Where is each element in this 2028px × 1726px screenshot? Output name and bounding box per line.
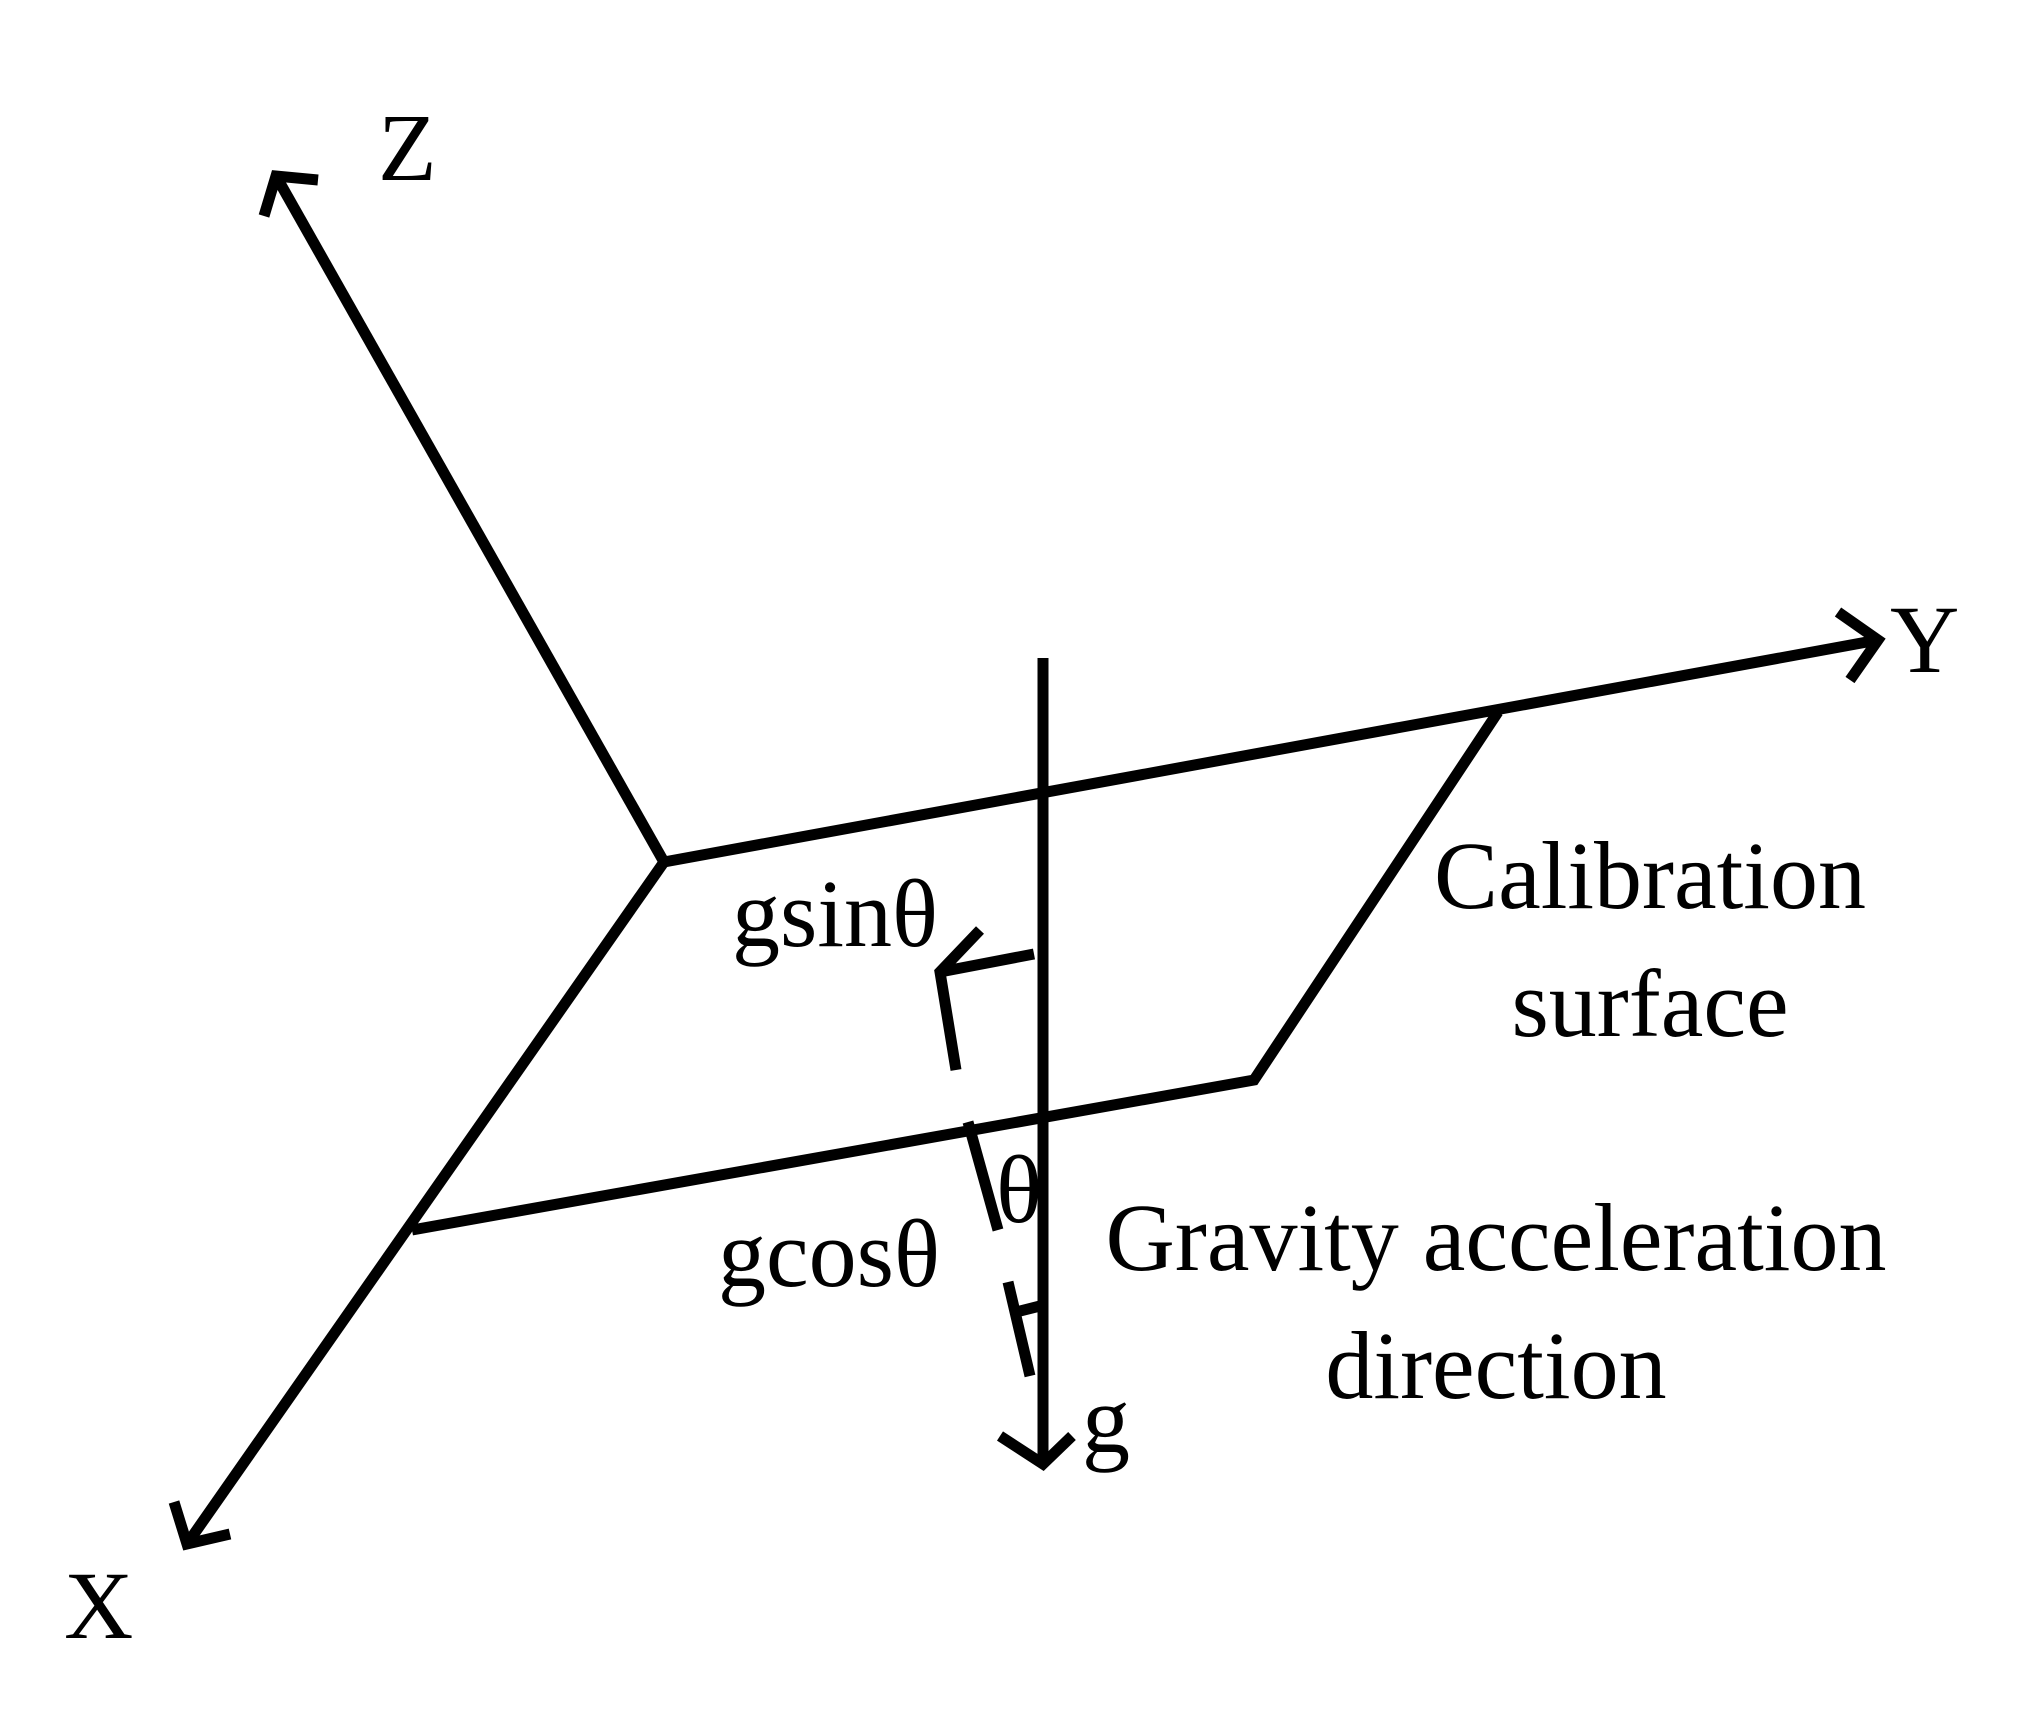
gravity-direction-label-line2: direction bbox=[1325, 1312, 1666, 1419]
theta-label: θ bbox=[996, 1136, 1042, 1243]
gsin-label: gsinθ bbox=[732, 860, 938, 967]
z-axis-label: Z bbox=[378, 94, 437, 201]
z-axis bbox=[258, 170, 669, 865]
calibration-surface bbox=[411, 708, 1503, 1236]
gravity-vector bbox=[996, 658, 1076, 1471]
calibration-surface-label-line1: Calibration bbox=[1434, 822, 1866, 929]
y-axis-label: Y bbox=[1890, 586, 1959, 693]
gcos-label: gcosθ bbox=[718, 1200, 940, 1307]
g-label: g bbox=[1082, 1366, 1130, 1473]
x-axis bbox=[168, 858, 669, 1551]
y-axis bbox=[663, 607, 1886, 868]
calibration-surface-label-line2: surface bbox=[1511, 950, 1788, 1057]
x-axis-label: X bbox=[64, 1552, 133, 1659]
gcos-component bbox=[962, 1120, 1042, 1378]
gravity-direction-label-line1: Gravity acceleration bbox=[1106, 1184, 1887, 1291]
gsin-component-arrow bbox=[934, 926, 1036, 1071]
